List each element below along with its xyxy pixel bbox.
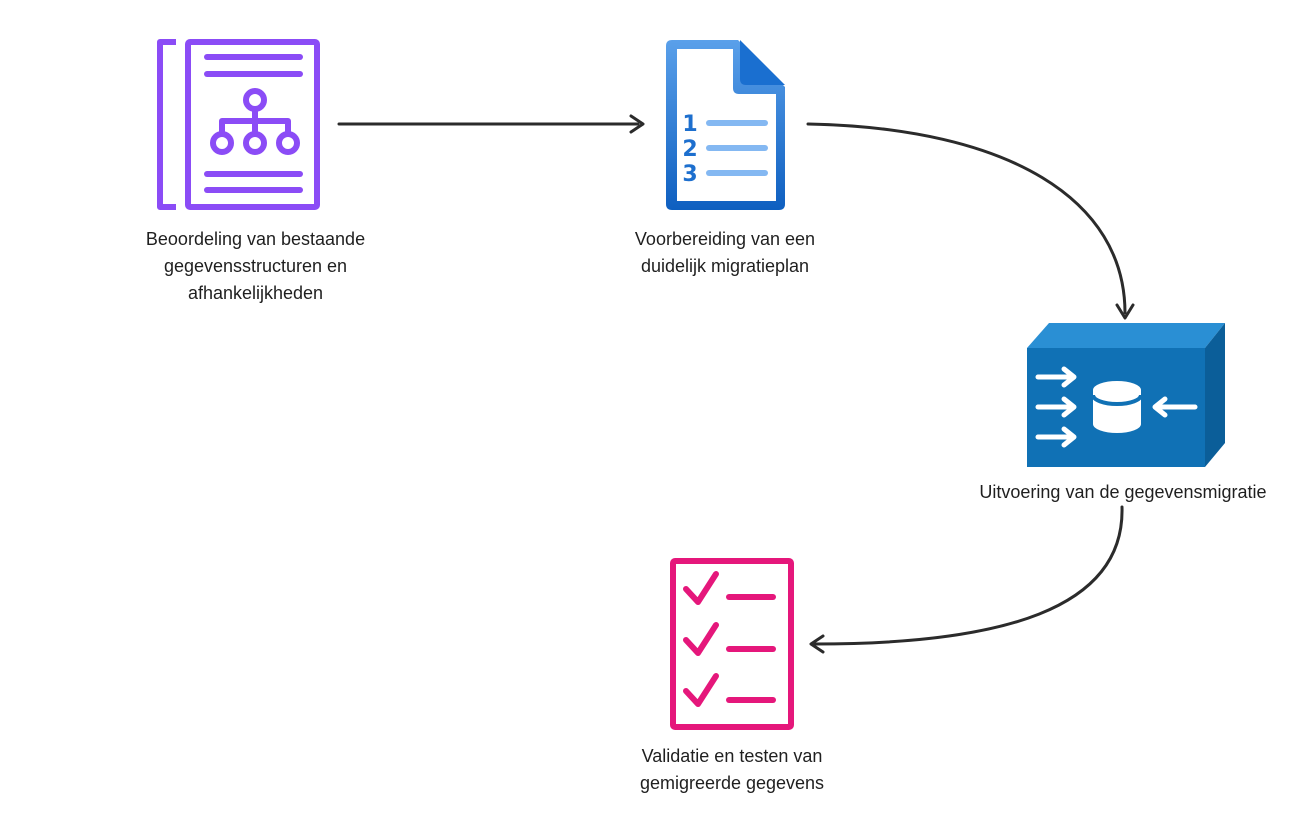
checklist-icon <box>670 558 794 730</box>
label-line: Voorbereiding van een <box>634 229 816 249</box>
arrowhead <box>629 114 645 134</box>
label-line: Beoordeling van bestaande <box>145 229 366 249</box>
label-line: Uitvoering van de gegevensmigratie <box>979 482 1267 502</box>
step-label-execution: Uitvoering van de gegevensmigratie <box>950 479 1296 506</box>
connector-arrow <box>813 505 1124 646</box>
numbered-list-document-icon: 1 2 3 <box>666 40 785 210</box>
label-line: Validatie en testen van <box>641 746 823 766</box>
data-migration-cube-icon <box>1027 323 1225 467</box>
label-line: duidelijk migratieplan <box>640 256 810 276</box>
label-line: gemigreerde gegevens <box>639 773 825 793</box>
label-line: gegevensstructuren en <box>163 256 348 276</box>
arrowhead <box>1115 303 1135 320</box>
step-label-plan: Voorbereiding van een duidelijk migratie… <box>575 226 875 280</box>
step-label-validation: Validatie en testen van gemigreerde gege… <box>582 743 882 797</box>
step-label-assessment: Beoordeling van bestaande gegevensstruct… <box>88 226 423 307</box>
arrowhead <box>809 634 825 654</box>
org-chart-document-icon <box>157 39 320 210</box>
list-number-1: 1 <box>682 112 697 137</box>
connector-arrow <box>806 122 1127 315</box>
database-icon <box>1091 381 1143 433</box>
list-number-2: 2 <box>682 137 697 162</box>
label-line: afhankelijkheden <box>187 283 324 303</box>
list-number-3: 3 <box>682 162 697 187</box>
